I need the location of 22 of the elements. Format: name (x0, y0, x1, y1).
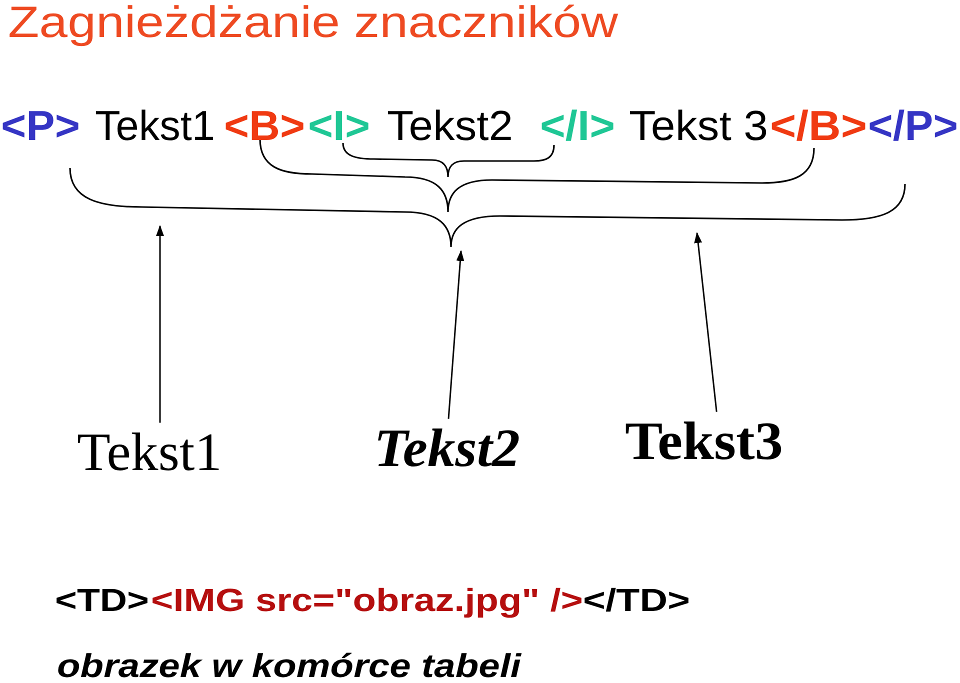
bold-text-sample: Tekst3 (625, 414, 783, 468)
plain-text-sample: Tekst1 (77, 424, 222, 479)
arrow (156, 225, 164, 423)
code-text: Tekst 3 (629, 105, 768, 148)
html-tag: <TD> (55, 584, 149, 616)
code-text: Tekst1 (95, 105, 215, 148)
html-tag: </I> (540, 105, 615, 148)
slide-title: Zagnieżdżanie znaczników (8, 0, 618, 45)
arrow (448, 250, 464, 419)
html-tag: <B> (224, 105, 305, 148)
arrow (694, 232, 718, 412)
html-tag: </P> (868, 105, 958, 148)
caption-text: obrazek w komórce tabeli (57, 649, 521, 682)
html-tag: <IMG src="obraz.jpg" /> (151, 584, 583, 616)
html-tag: </B> (770, 105, 867, 148)
curly-brace (68, 166, 907, 249)
curly-brace (341, 141, 556, 179)
html-tag: <P> (1, 105, 80, 148)
html-tag: </TD> (583, 584, 690, 616)
code-text: Tekst2 (387, 105, 513, 148)
html-tag: <I> (308, 105, 370, 148)
bold-italic-text-sample: Tekst2 (374, 420, 520, 475)
